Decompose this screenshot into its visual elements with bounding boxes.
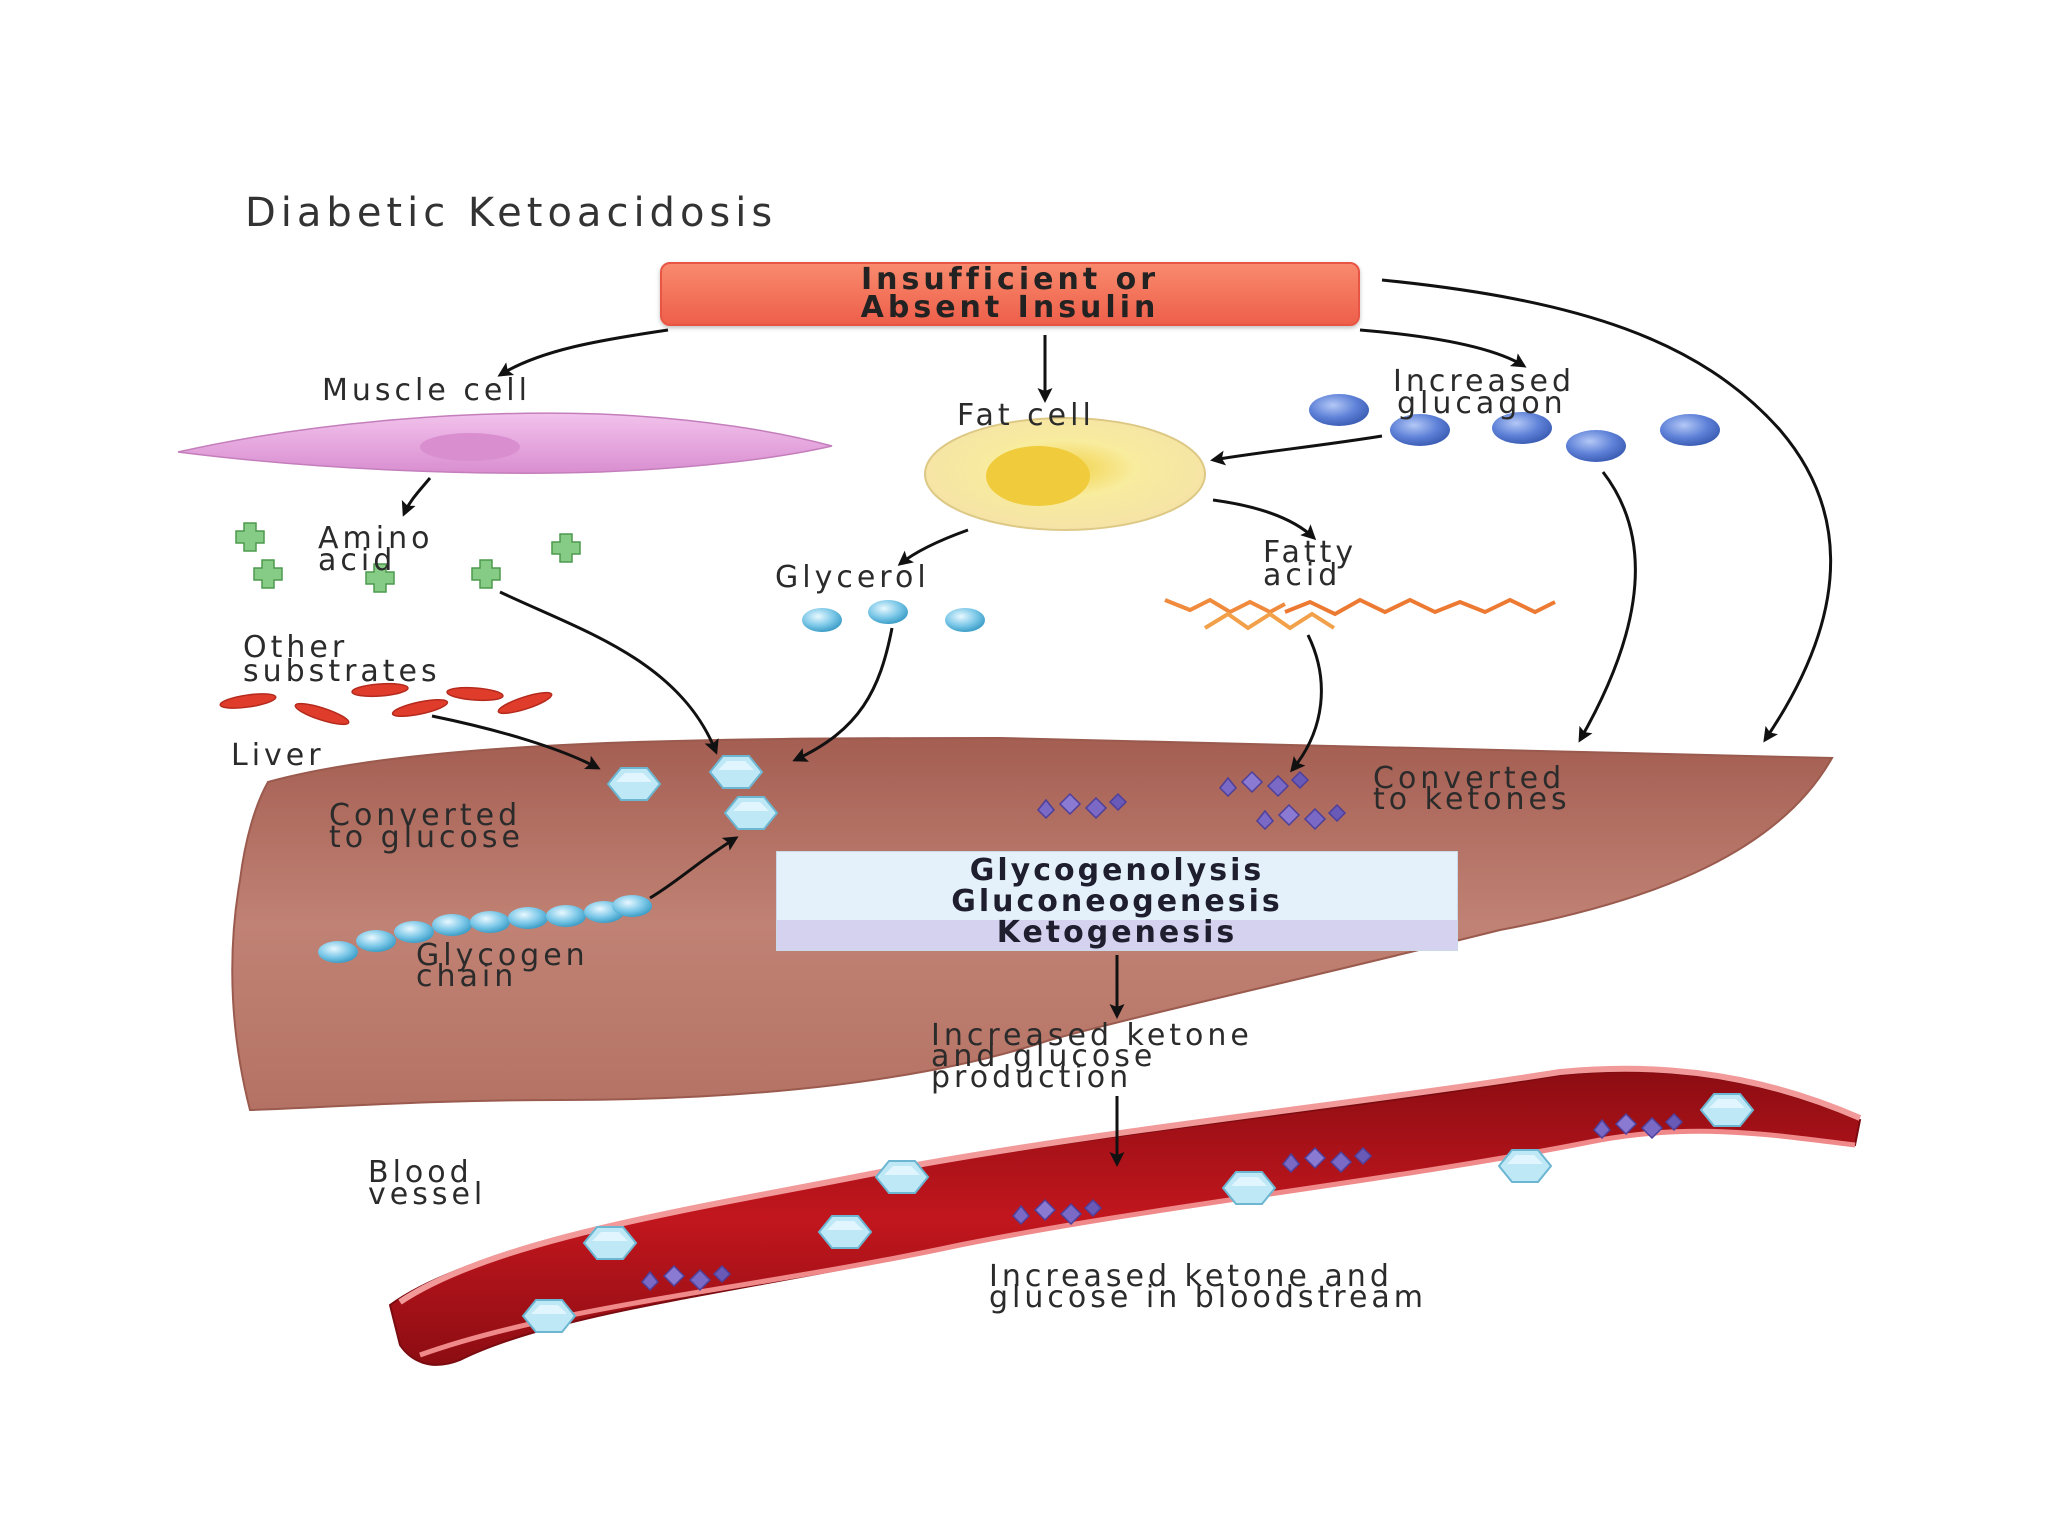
pathway-arrows [401, 278, 1833, 1167]
arrow-amino-to-glucose [499, 590, 719, 755]
arrow-fatty-acid-to-ketones [1290, 634, 1323, 773]
arrow-glucagon-to-fat [1210, 434, 1383, 466]
fatty-acid-label-1: Fatty [1263, 535, 1358, 570]
fatty-acid-label-2: acid [1263, 558, 1342, 593]
insulin-line-2: Absent Insulin [860, 290, 1160, 325]
converted-ketones-label-1: Converted [1373, 761, 1566, 796]
blood-vessel-shape [388, 1065, 1862, 1366]
amino-acid-label-2: acid [318, 543, 397, 578]
insulin-line-1: Insufficient or [860, 262, 1160, 297]
production-label-2: and glucose [931, 1039, 1157, 1074]
arrow-muscle-to-amino [401, 477, 432, 517]
increased-glucagon-label-2: glucagon [1397, 386, 1567, 421]
fat-cell-label: Fat cell [957, 398, 1095, 433]
converted-glucose-label-2: to glucose [329, 820, 524, 855]
glycerol-molecules [802, 600, 985, 632]
arrow-glycerol-to-glucose [792, 627, 894, 762]
insufficient-insulin-box: Insufficient or Absent Insulin [660, 262, 1360, 326]
arrow-glycogen-to-glucose [649, 836, 739, 900]
bloodstream-label-2: glucose in bloodstream [989, 1280, 1428, 1315]
arrow-insulin-to-glucagon [1359, 328, 1527, 368]
ketogenesis-band [777, 920, 1457, 950]
other-substrates-molecules [219, 682, 553, 726]
glycogen-chain-label-1: Glycogen [416, 938, 589, 973]
production-label-1: Increased ketone [931, 1018, 1253, 1053]
fat-cell-shape [924, 417, 1206, 531]
converted-glucose-label-1: Converted [329, 798, 522, 833]
liver-label: Liver [231, 738, 325, 773]
glycerol-label: Glycerol [775, 560, 930, 595]
arrow-fat-to-fatty-acid [1212, 498, 1317, 541]
production-label-3: production [931, 1060, 1133, 1095]
fatty-acid-molecules [1164, 597, 1556, 631]
arrow-fat-to-glycerol [897, 528, 969, 566]
other-substrates-label-1: Other [243, 630, 349, 665]
process-glycogenolysis: Glycogenolysis [969, 853, 1265, 888]
glucagon-molecules [1309, 394, 1720, 462]
bloodstream-label-1: Increased ketone and [989, 1259, 1393, 1294]
glycogen-chain-molecules [318, 895, 652, 963]
amino-acid-label-1: Amino [318, 521, 434, 556]
diagram-title: Diabetic Ketoacidosis [245, 190, 778, 236]
muscle-cell-shape [177, 412, 833, 474]
arrow-substrates-to-glucose [431, 714, 601, 770]
other-substrates-label-2: substrates [243, 654, 441, 689]
converted-ketones-label-2: to ketones [1373, 782, 1571, 817]
increased-glucagon-label-1: Increased [1393, 364, 1576, 399]
blood-vessel-label-1: Blood [368, 1155, 473, 1190]
muscle-cell-label: Muscle cell [322, 373, 531, 408]
liver-processes-box: Glycogenolysis Gluconeogenesis Ketogenes… [776, 851, 1458, 951]
glycogen-chain-label-2: chain [416, 959, 518, 994]
process-gluconeogenesis: Gluconeogenesis [951, 884, 1283, 919]
arrow-glucagon-to-liver [1578, 471, 1637, 743]
blood-vessel-label-2: vessel [368, 1177, 487, 1212]
insulin-box-text: Insufficient or Absent Insulin [860, 262, 1160, 325]
arrow-insulin-to-liver-right [1381, 278, 1833, 743]
arrow-insulin-to-muscle [497, 328, 669, 377]
process-ketogenesis: Ketogenesis [996, 915, 1238, 950]
